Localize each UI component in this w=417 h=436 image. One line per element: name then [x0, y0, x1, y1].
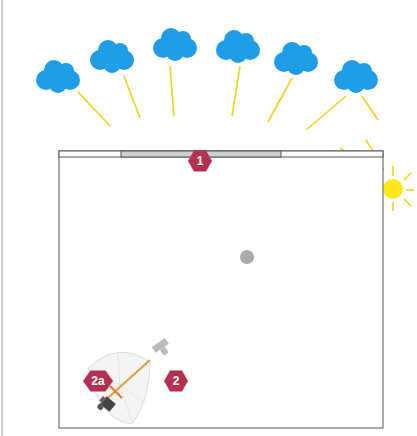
subject: [240, 250, 254, 264]
callout-number: 2: [173, 374, 180, 388]
callout-number: 1: [197, 154, 204, 168]
room-outline: [59, 151, 383, 428]
callout-badges: [83, 151, 212, 392]
callout-number: 2a: [91, 374, 104, 388]
window: [59, 151, 383, 157]
light-rays: [78, 66, 378, 130]
page-border: [2, 0, 3, 436]
camera: [152, 338, 173, 359]
clouds: [36, 28, 378, 93]
